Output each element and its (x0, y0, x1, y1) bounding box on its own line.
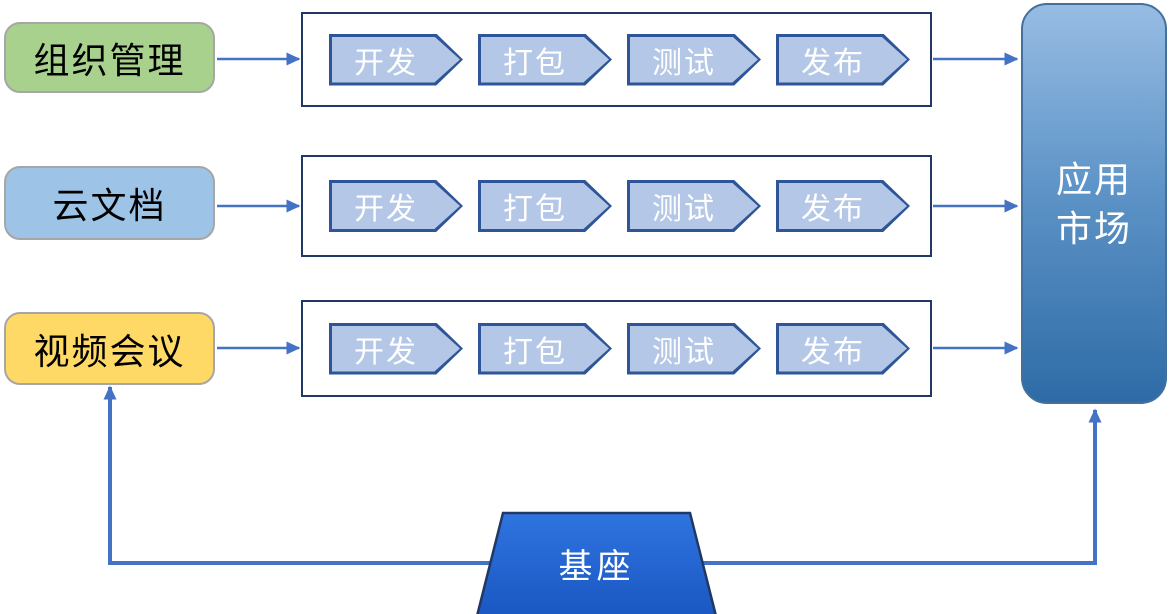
target-label-line2: 市场 (1055, 207, 1132, 249)
stage-develop: 开发 (329, 180, 463, 232)
pipeline-row-1: 开发 打包 测试 发布 (301, 12, 932, 107)
stage-package-label: 打包 (481, 325, 609, 372)
source-label-cloud-docs: 云文档 (52, 185, 167, 226)
stage-package: 打包 (478, 322, 612, 375)
stage-package-label: 打包 (481, 36, 609, 83)
stage-test-label: 测试 (630, 325, 758, 372)
stage-develop-label: 开发 (332, 36, 460, 83)
source-label-video-meeting: 视频会议 (33, 330, 186, 372)
stage-release-label: 发布 (779, 325, 907, 372)
pipeline-row-3: 开发 打包 测试 发布 (301, 300, 932, 397)
source-box-org-management: 组织管理 (4, 22, 215, 93)
target-label-line1: 应用 (1055, 158, 1132, 200)
pipeline-row-2: 开发 打包 测试 发布 (301, 155, 932, 257)
stage-develop: 开发 (329, 322, 463, 375)
source-box-video-meeting: 视频会议 (4, 312, 215, 385)
base-trapezoid-shape (476, 511, 717, 614)
stage-release: 发布 (776, 33, 910, 86)
stage-test: 测试 (627, 33, 761, 86)
stage-package-label: 打包 (481, 183, 609, 229)
source-label-org-management: 组织管理 (33, 39, 186, 81)
stage-test-label: 测试 (630, 36, 758, 83)
source-box-cloud-docs: 云文档 (4, 166, 215, 240)
base-label: 基座 (558, 547, 635, 586)
stage-release: 发布 (776, 180, 910, 232)
target-box-app-market: 应用 市场 (1021, 3, 1167, 404)
stage-release-label: 发布 (779, 183, 907, 229)
stage-develop: 开发 (329, 33, 463, 86)
stage-test: 测试 (627, 180, 761, 232)
stage-develop-label: 开发 (332, 325, 460, 372)
stage-test-label: 测试 (630, 183, 758, 229)
stage-develop-label: 开发 (332, 183, 460, 229)
stage-package: 打包 (478, 33, 612, 86)
stage-release-label: 发布 (779, 36, 907, 83)
stage-test: 测试 (627, 322, 761, 375)
stage-release: 发布 (776, 322, 910, 375)
stage-package: 打包 (478, 180, 612, 232)
